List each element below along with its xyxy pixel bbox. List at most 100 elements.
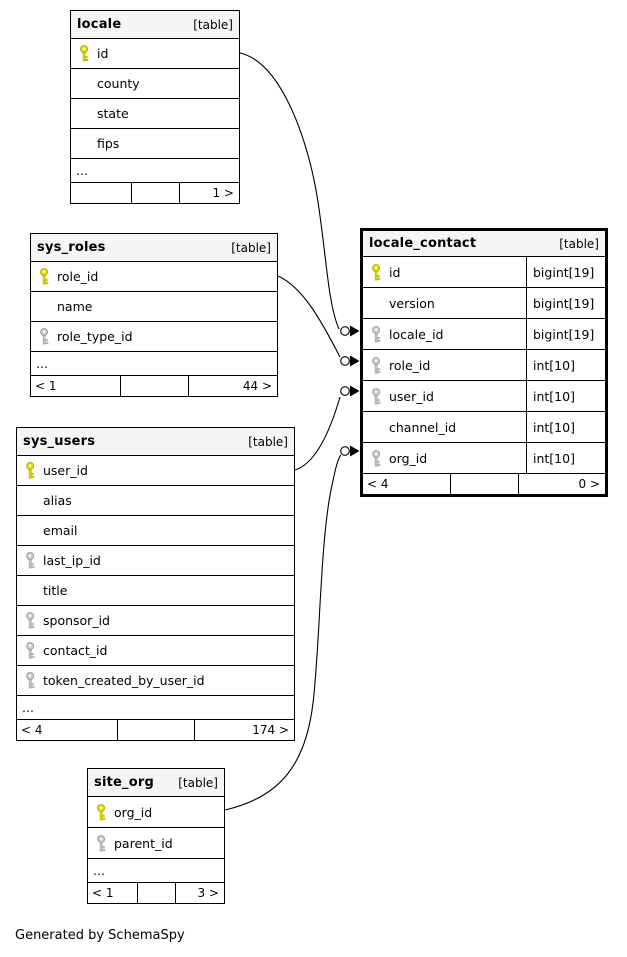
column-row-id: id bigint[19] xyxy=(363,257,605,288)
column-name: state xyxy=(97,106,129,121)
column-name: role_type_id xyxy=(57,329,133,344)
column-row-contact_id: contact_id xyxy=(17,636,294,666)
primary-key-icon xyxy=(96,803,107,821)
footer-spacer xyxy=(116,720,195,740)
arrowhead xyxy=(350,385,360,397)
column-list: org_id parent_id xyxy=(88,797,224,859)
table-name: locale xyxy=(77,17,122,32)
no-key-spacer xyxy=(25,492,36,509)
column-name: alias xyxy=(43,493,72,508)
table-type-tag: [table] xyxy=(193,17,233,32)
rows-count: 3 > xyxy=(175,883,224,903)
zero-or-one-circle xyxy=(340,386,350,396)
table-type-tag: [table] xyxy=(559,236,599,251)
foreign-key-icon xyxy=(371,387,382,405)
column-type: bigint[19] xyxy=(526,288,605,318)
no-key-spacer xyxy=(79,75,90,92)
rows-count: 0 > xyxy=(517,474,605,494)
column-list: id county state fips xyxy=(71,39,239,159)
column-name: name xyxy=(57,299,93,314)
no-key-spacer xyxy=(39,298,50,315)
footer-spacer xyxy=(136,883,175,903)
column-name: parent_id xyxy=(114,835,173,851)
more-columns-ellipsis: ... xyxy=(31,352,277,376)
column-name: title xyxy=(43,583,68,598)
no-key-spacer xyxy=(25,582,36,599)
table-header-sys_users[interactable]: sys_users [table] xyxy=(17,428,294,456)
column-row-org_id: org_id xyxy=(88,797,224,828)
zero-or-one-circle xyxy=(340,446,350,456)
table-header-locale[interactable]: locale [table] xyxy=(71,11,239,39)
table-name: sys_users xyxy=(23,434,96,449)
more-columns-ellipsis: ... xyxy=(17,696,294,720)
table-header-sys_roles[interactable]: sys_roles [table] xyxy=(31,234,277,262)
children-count: < 1 xyxy=(35,379,57,393)
column-name: user_id xyxy=(43,463,88,478)
column-row-state: state xyxy=(71,99,239,129)
children-count: < 1 xyxy=(92,886,114,900)
column-name: org_id xyxy=(114,804,153,820)
zero-or-one-circle xyxy=(340,356,350,366)
rows-count: 44 > xyxy=(188,376,277,396)
table-footer: < 1 44 > xyxy=(31,376,277,396)
children-count: < 4 xyxy=(21,723,43,737)
column-name: sponsor_id xyxy=(43,613,110,628)
column-row-user_id: user_id xyxy=(17,456,294,486)
table-footer: < 4 174 > xyxy=(17,720,294,740)
no-key-spacer xyxy=(371,295,382,312)
column-row-name: name xyxy=(31,292,277,322)
column-name: token_created_by_user_id xyxy=(43,673,205,688)
table-footer: < 4 0 > xyxy=(363,474,605,494)
foreign-key-icon xyxy=(39,328,50,345)
table-name: sys_roles xyxy=(37,240,106,255)
column-type: bigint[19] xyxy=(526,257,605,287)
column-name: id xyxy=(389,264,401,280)
table-name: locale_contact xyxy=(369,236,477,251)
column-row-fips: fips xyxy=(71,129,239,159)
no-key-spacer xyxy=(371,419,382,436)
more-columns-ellipsis: ... xyxy=(71,159,239,183)
foreign-key-icon xyxy=(25,672,36,689)
rows-count: 174 > xyxy=(194,720,294,740)
rows-count: 1 > xyxy=(178,183,240,203)
column-row-version: version bigint[19] xyxy=(363,288,605,319)
foreign-key-icon xyxy=(371,356,382,374)
column-row-role_id: role_id xyxy=(31,262,277,292)
table-footer: < 1 3 > xyxy=(88,883,224,903)
column-row-token_created_by_user_id: token_created_by_user_id xyxy=(17,666,294,696)
table-header-locale_contact[interactable]: locale_contact [table] xyxy=(363,231,605,257)
column-name: contact_id xyxy=(43,643,108,658)
table-header-site_org[interactable]: site_org [table] xyxy=(88,769,224,797)
column-row-id: id xyxy=(71,39,239,69)
table-type-tag: [table] xyxy=(178,775,218,790)
column-type: int[10] xyxy=(526,443,605,473)
primary-key-icon xyxy=(371,263,382,281)
foreign-key-icon xyxy=(25,642,36,659)
children-count xyxy=(71,183,131,203)
footer-spacer xyxy=(131,183,178,203)
no-key-spacer xyxy=(25,522,36,539)
no-key-spacer xyxy=(79,105,90,122)
column-name: id xyxy=(97,46,109,61)
column-name: role_id xyxy=(389,357,431,373)
relationship-sys_roles-to-locale_contact xyxy=(277,275,360,367)
column-type: int[10] xyxy=(526,381,605,411)
column-name: version xyxy=(389,295,435,311)
generated-by-text: Generated by SchemaSpy xyxy=(15,928,185,943)
column-name: last_ip_id xyxy=(43,553,101,568)
table-site_org: site_org [table] org_id parent_id ... < 1… xyxy=(87,768,225,904)
table-footer: 1 > xyxy=(71,183,239,203)
column-row-county: county xyxy=(71,69,239,99)
column-name: email xyxy=(43,523,78,538)
more-columns-ellipsis: ... xyxy=(88,859,224,883)
